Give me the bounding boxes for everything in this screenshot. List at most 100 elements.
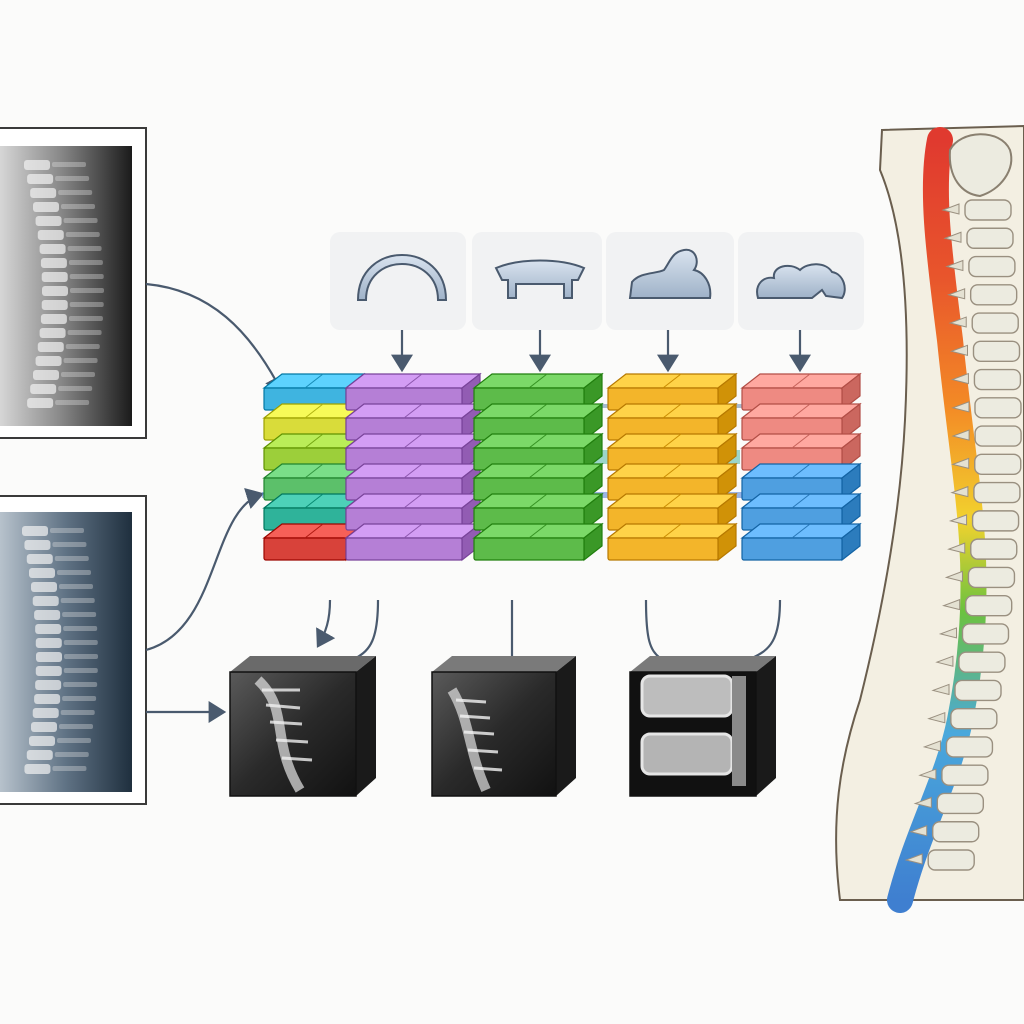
- vertebral-body-icon: [494, 259, 586, 299]
- xray-process: [58, 386, 93, 391]
- xray-vertebra: [34, 694, 61, 704]
- xray-vertebra: [33, 370, 59, 380]
- feature-layer: [472, 522, 604, 562]
- spinous-process: [909, 825, 928, 837]
- feature-layer-stacks: [262, 372, 862, 562]
- vertebra: [950, 707, 998, 730]
- spinous-process: [931, 683, 950, 696]
- input-xray-panel-top: [0, 127, 147, 439]
- xray-process: [54, 556, 89, 561]
- xray-vertebra: [26, 554, 53, 564]
- xray-process: [63, 640, 98, 645]
- spinous-process: [922, 740, 941, 752]
- xray-process: [63, 626, 98, 631]
- vertebra: [971, 510, 1020, 532]
- xray-vertebra: [30, 384, 57, 394]
- xray-vertebra: [26, 750, 53, 760]
- xray-process: [58, 724, 93, 729]
- feature-layer: [606, 522, 738, 562]
- xray-vertebra: [35, 638, 62, 648]
- xray-process: [58, 190, 93, 195]
- xray-process: [61, 204, 95, 209]
- spinous-process: [951, 401, 970, 413]
- link-stack5-to-cube3: [751, 599, 782, 660]
- spinous-process: [942, 598, 961, 611]
- xray-vertebra: [30, 582, 57, 592]
- xray-process: [50, 528, 84, 533]
- vertebra: [968, 255, 1016, 278]
- spinous-process: [944, 570, 963, 583]
- vertebra: [941, 764, 989, 786]
- xray-vertebra: [35, 680, 62, 690]
- xray-process: [54, 752, 89, 757]
- xray-process: [67, 246, 102, 251]
- xray-process: [57, 738, 91, 743]
- spinous-process: [948, 514, 968, 526]
- xray-vertebra: [29, 736, 55, 746]
- xray-process: [63, 682, 98, 687]
- vertebra: [970, 538, 1018, 560]
- vertebra: [961, 623, 1010, 645]
- feature-layer: [472, 402, 604, 442]
- lumbar-vertebra-icon: [756, 263, 846, 300]
- xray-process: [55, 176, 90, 181]
- xray-vertebra: [41, 300, 68, 310]
- arrow-stack-to-cube1: [316, 599, 336, 648]
- arrow-top-xray-to-stack: [145, 282, 285, 394]
- feature-layer: [472, 372, 604, 412]
- arrow-bottom-xray-to-stack: [145, 488, 265, 652]
- xray-process: [64, 654, 98, 659]
- anatomical-spine-illustration: [835, 124, 1024, 913]
- xray-process: [69, 302, 104, 307]
- xray-vertebra: [40, 314, 67, 324]
- xray-process: [52, 766, 87, 771]
- spinous-process: [946, 288, 966, 300]
- spinous-process: [951, 429, 970, 441]
- vertebra: [972, 340, 1021, 363]
- spinous-process: [913, 796, 932, 809]
- xray-vertebra: [27, 398, 54, 408]
- vertebra: [974, 453, 1022, 476]
- xray-vertebra: [30, 188, 57, 198]
- xray-process: [63, 218, 98, 223]
- spinous-process: [938, 627, 957, 639]
- cervical-vertebra-icon: [628, 248, 712, 299]
- feature-stack-4: [606, 372, 738, 562]
- feature-stack-5: [740, 372, 862, 562]
- xray-vertebrae-top: [24, 160, 104, 408]
- spinous-process: [945, 259, 964, 272]
- xray-vertebra: [40, 258, 67, 268]
- xray-vertebra: [42, 286, 68, 296]
- vertebra: [932, 821, 980, 843]
- vertebra: [945, 736, 994, 758]
- xray-process: [68, 260, 103, 265]
- vertebra: [964, 199, 1012, 221]
- feature-layer: [740, 522, 862, 562]
- vertebra: [973, 481, 1021, 504]
- vertebra: [927, 849, 975, 871]
- xray-process: [62, 696, 97, 701]
- xray-process: [61, 372, 95, 377]
- skull-base: [948, 133, 1013, 198]
- feature-layer: [344, 522, 482, 562]
- xray-vertebra: [30, 722, 57, 732]
- xray-vertebra: [32, 708, 59, 718]
- xray-vertebra: [41, 272, 68, 282]
- xray-process: [58, 584, 93, 589]
- xray-process: [57, 570, 91, 575]
- xray-vertebra: [35, 356, 62, 366]
- xray-process: [60, 598, 95, 603]
- xray-vertebra: [22, 526, 48, 536]
- output-ct-volume-3: [629, 656, 776, 797]
- xray-process: [65, 232, 100, 237]
- icon-panel-1: [330, 232, 466, 330]
- xray-vertebra: [29, 568, 55, 578]
- xray-vertebra: [39, 328, 66, 338]
- input-xray-panel-bottom: [0, 495, 147, 805]
- xray-vertebra: [34, 610, 61, 620]
- vertebra: [954, 679, 1002, 702]
- spinous-process: [951, 457, 970, 469]
- vertebra: [971, 312, 1019, 334]
- feature-stack-3: [472, 372, 604, 562]
